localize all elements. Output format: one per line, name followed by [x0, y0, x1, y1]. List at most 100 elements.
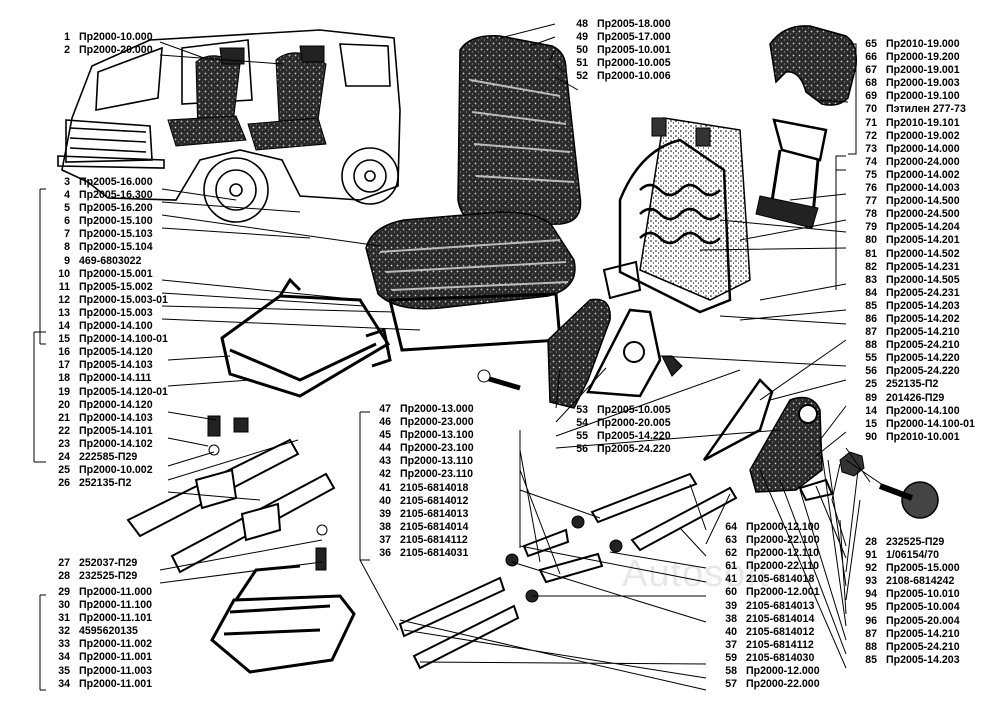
callout-number: 55: [865, 352, 877, 365]
callout-number: 59: [725, 651, 737, 664]
part-code: Пр2000-12.110: [746, 547, 819, 560]
callout-number: 49: [576, 31, 588, 44]
leader-lines: [33, 23, 891, 691]
callout-number: 85: [865, 653, 877, 666]
callout-number: 56: [576, 443, 588, 456]
part-code: Пр2000-14.003: [886, 182, 960, 195]
callout-number: 12: [58, 293, 70, 306]
callout-number: 4: [64, 189, 70, 202]
callout-number: 31: [58, 612, 70, 625]
callout-number: 13: [58, 306, 70, 319]
callout-number: 87: [865, 627, 877, 640]
part-code: 222585-П29: [79, 450, 138, 463]
part-code: Пр2000-14.500: [886, 195, 960, 208]
part-code: Пэтилен 277-73: [886, 103, 966, 116]
callout-number: 17: [58, 359, 70, 372]
part-code: Пр2000-11.003: [79, 664, 152, 677]
callout-number: 57: [725, 678, 737, 691]
callout-number: 60: [725, 586, 737, 599]
callout-number: 46: [379, 416, 391, 429]
part-code: Пр2000-11.101: [79, 612, 152, 625]
callout-number: 21: [58, 411, 70, 424]
callout-number: 2: [64, 44, 70, 57]
callout-number: 3: [64, 176, 70, 188]
part-code: Пр2000-20.000: [79, 44, 153, 57]
part-code: Пр2005-10.004: [886, 601, 960, 614]
callout-item: 2 Пр2000-20.000: [46, 44, 153, 57]
part-code: Пр2000-13.000: [400, 403, 474, 415]
callout-number: 96: [865, 614, 877, 627]
part-code: Пр2005-14.120-01: [79, 385, 168, 398]
callout-number: 38: [725, 612, 737, 625]
part-code: Пр2005-24.220: [886, 365, 960, 378]
part-code: 2105-6814018: [400, 481, 469, 494]
part-code: Пр2000-13.110: [400, 455, 473, 468]
part-code: Пр2000-15.001: [79, 267, 153, 280]
part-code: Пр2000-15.003-01: [79, 293, 168, 306]
callout-number: 25: [865, 378, 877, 391]
callout-number: 22: [58, 424, 70, 437]
callout-number: 67: [865, 64, 877, 77]
seat-base-frame: [220, 277, 392, 398]
callout-number: 18: [58, 372, 70, 385]
callout-number: 93: [865, 575, 877, 588]
callout-number: 63: [725, 534, 737, 547]
part-code: 1/06154/70: [886, 549, 940, 562]
callout-number: 77: [865, 195, 877, 208]
part-code: 252037-П29: [79, 557, 138, 569]
seat-cushion: [365, 211, 576, 352]
callout-number: 78: [865, 208, 877, 221]
part-code: Пр2000-14.502: [886, 247, 960, 260]
part-code: Пр2000-11.001: [79, 677, 152, 690]
callout-number: 14: [865, 404, 877, 417]
part-code: Пр2000-14.000: [886, 142, 960, 155]
callout-number: 48: [576, 18, 588, 30]
callout-number: 28: [58, 570, 70, 583]
part-code: Пр2000-19.001: [886, 64, 960, 77]
callout-number: 33: [58, 638, 70, 651]
callout-number: 20: [58, 398, 70, 411]
part-code: Пр2000-23.110: [400, 468, 473, 481]
part-code: Пр2005-16.200: [79, 202, 153, 215]
part-code: 4595620135: [79, 625, 138, 638]
callout-item: 12 Пр2000-15.003-01: [46, 294, 168, 307]
part-code: Пр2000-19.200: [886, 51, 960, 64]
part-code: Пр2005-14.120: [79, 346, 153, 359]
part-code: 2105-6814012: [746, 625, 815, 638]
